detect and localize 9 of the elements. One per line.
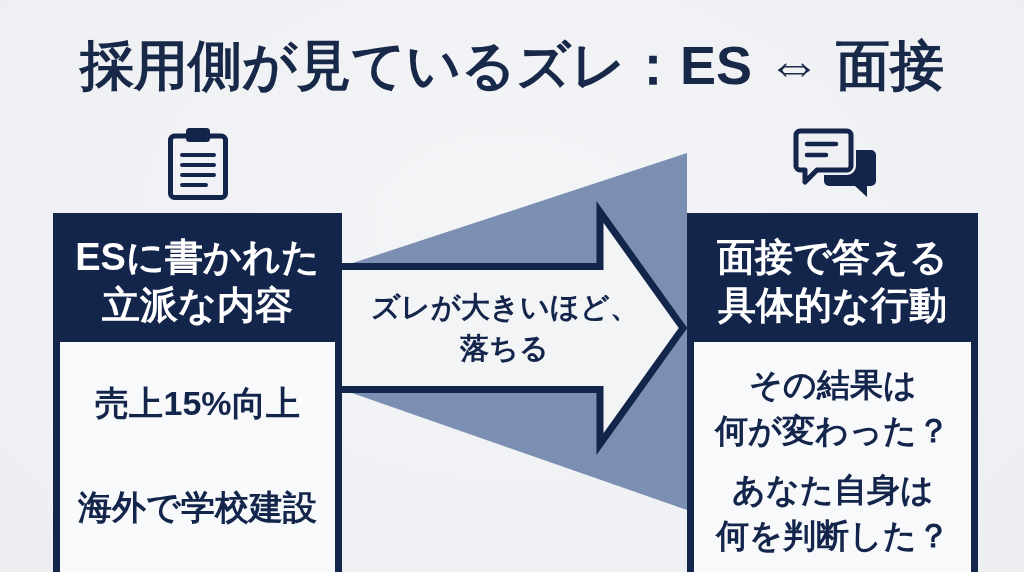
achievement-text: 売上15%向上 — [95, 383, 300, 424]
content-panel — [53, 213, 342, 572]
question-text: あなた自身は何を判断した？ — [714, 470, 951, 556]
title: 採用側が見ているズレ：ES ⇔ 面接 — [80, 34, 944, 97]
question-text: その結果は何が変わった？ — [713, 365, 951, 451]
panel-heading: ESに書かれた立派な内容 — [60, 220, 335, 342]
content-panel — [687, 213, 978, 572]
achievement-text: 海外で学校建設 — [78, 487, 317, 528]
panel-heading: 面接で答える具体的な行動 — [694, 220, 971, 342]
